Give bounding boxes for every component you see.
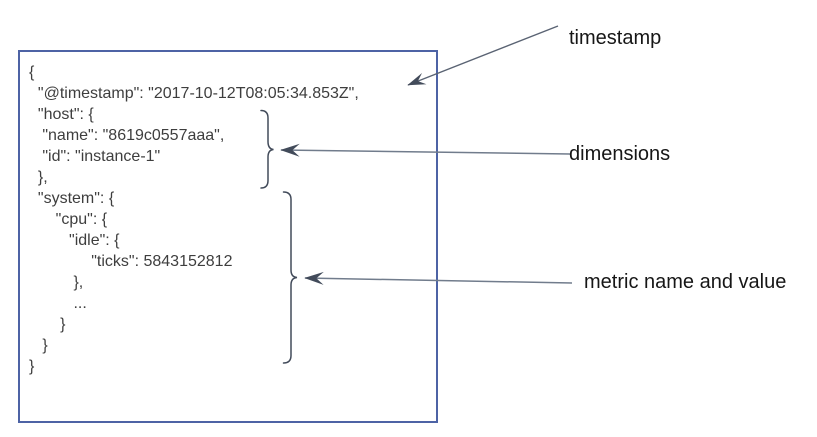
timestamp-label: timestamp <box>569 27 662 49</box>
json-document-box: { "@timestamp": "2017-10-12T08:05:34.853… <box>18 50 438 423</box>
metric-name-and-value-label: metric name and value <box>584 271 787 293</box>
json-code: { "@timestamp": "2017-10-12T08:05:34.853… <box>29 64 359 375</box>
dimensions-label: dimensions <box>569 143 671 165</box>
